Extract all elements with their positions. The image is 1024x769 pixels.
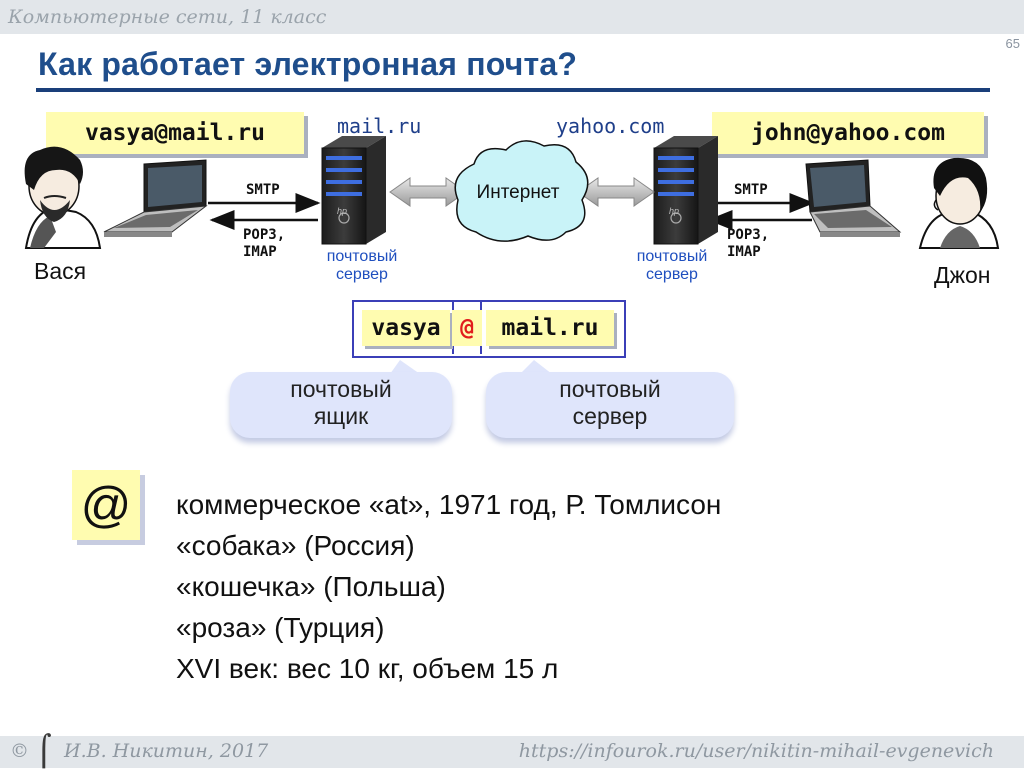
left-server-label: почтовый сервер [306, 248, 418, 284]
title-underline [36, 88, 990, 92]
internet-cloud-icon [454, 140, 589, 242]
fact-line-1: коммерческое «at», 1971 год, Р. Томлисон [176, 489, 722, 520]
course-title: Компьютерные сети, 11 класс [8, 6, 327, 28]
mailbox-bubble-line1: почтовый [290, 376, 392, 402]
server-bubble-line2: сервер [572, 403, 648, 429]
vasya-laptop-icon [103, 159, 208, 237]
left-pop-label-2: IMAP [243, 244, 277, 260]
right-server-brand: hp [669, 206, 680, 216]
mailbox-bubble: почтовый ящик [230, 372, 452, 438]
footer-bar [0, 736, 1024, 768]
mailbox-bubble-line2: ящик [313, 403, 369, 429]
john-laptop-icon [805, 159, 902, 237]
left-server-label-line2: сервер [336, 266, 388, 283]
footer-author: И.В. Никитин, 2017 [64, 740, 269, 762]
right-server-icon [653, 136, 718, 245]
slide-number: 65 [1005, 36, 1020, 51]
right-server-label-line1: почтовый [636, 248, 708, 265]
footer-copyright-mark: © [10, 740, 29, 762]
slide-title: Как работает электронная почта? [38, 46, 578, 82]
header-bar [0, 0, 1024, 34]
footer-logo-icon: ⌠ [36, 734, 52, 769]
john-name: Джон [934, 262, 991, 288]
right-server-label: почтовый сервер [616, 248, 728, 284]
server-bubble-line1: почтовый [559, 376, 661, 402]
footer-url: https://infourok.ru/user/nikitin-mihail-… [518, 740, 994, 762]
john-portrait-icon [918, 157, 1000, 249]
at-symbol-box: @ [72, 470, 140, 540]
sender-address: vasya@mail.ru [46, 112, 304, 154]
fact-line-5: XVI век: вес 10 кг, объем 15 л [176, 653, 559, 684]
fact-line-2: «собака» (Россия) [176, 530, 415, 561]
right-server-label-line2: сервер [646, 266, 698, 283]
server-bubble: почтовый сервер [486, 372, 734, 438]
left-server-brand: hp [337, 206, 348, 216]
internet-label: Интернет [476, 182, 560, 203]
right-pop-label-1: POP3, [727, 227, 770, 243]
fact-line-3: «кошечка» (Польша) [176, 571, 446, 602]
address-at-sign: @ [452, 310, 482, 346]
right-internet-arrow [577, 177, 655, 207]
left-smtp-label: SMTP [246, 182, 280, 198]
sender-domain-label: mail.ru [337, 114, 422, 138]
vasya-name: Вася [34, 258, 87, 284]
address-user-part: vasya [362, 310, 450, 346]
recipient-address: john@yahoo.com [712, 112, 984, 154]
left-server-label-line1: почтовый [326, 248, 398, 265]
vasya-portrait-icon [24, 146, 102, 249]
fact-line-4: «роза» (Турция) [176, 612, 385, 643]
address-domain-part: mail.ru [486, 310, 614, 346]
right-pop-label-2: IMAP [727, 244, 761, 260]
left-server-icon [321, 136, 386, 245]
left-pop-label-1: POP3, [243, 227, 286, 243]
right-smtp-label: SMTP [734, 182, 768, 198]
recipient-domain-label: yahoo.com [556, 114, 665, 138]
